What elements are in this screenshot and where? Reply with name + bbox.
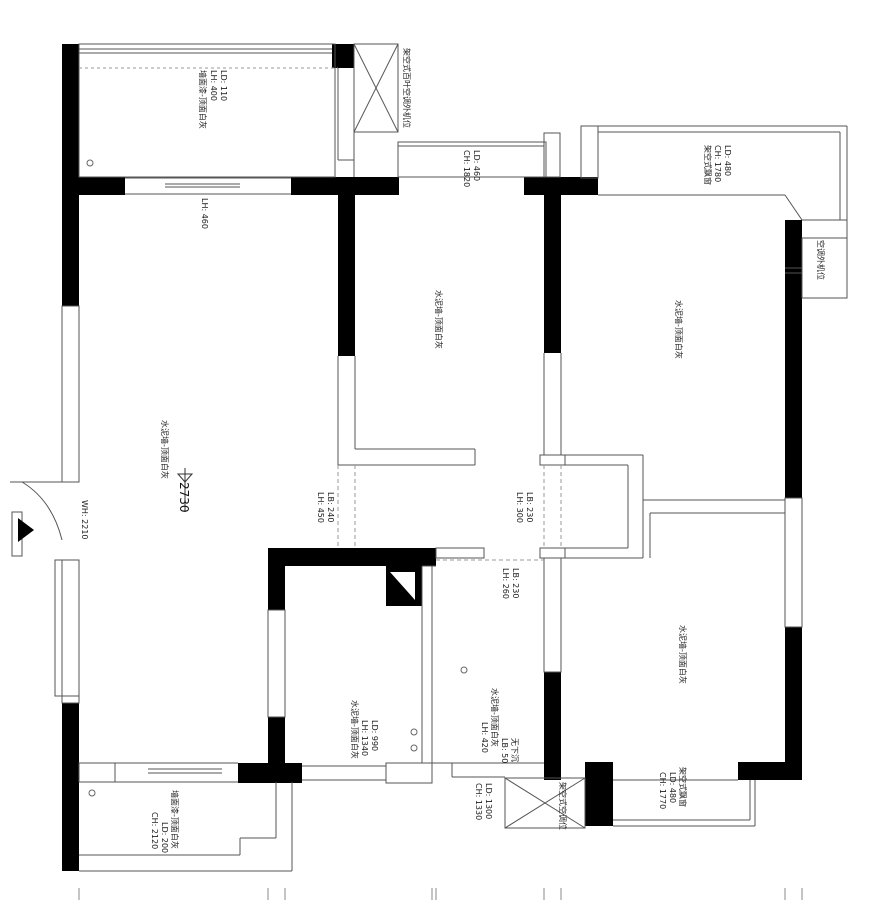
- entry-wh-label: WH: 2210: [80, 500, 89, 540]
- bedroom-mid-label: 水泥墙-顶面白灰: [434, 290, 444, 349]
- hall-left-label-2: LB: 240: [326, 492, 335, 522]
- lower-right-balcony-label-1: 架空式飘窗: [678, 767, 688, 807]
- bottom-vent-label: 架空式空调位: [558, 782, 568, 830]
- lower-right-balcony-label-2: CH: 1770: [658, 772, 667, 809]
- entry-arrow-icon: [18, 518, 34, 542]
- bath-label-3: LB: 50: [500, 738, 509, 763]
- hall-right-label-2: LB: 230: [525, 492, 534, 522]
- bedroom-right-label: 水泥墙-顶面白灰: [674, 300, 684, 359]
- top-right-balcony-label-3: LD: 480: [723, 145, 732, 176]
- living-lh-label: LH: 460: [200, 198, 209, 229]
- living-label: 水泥墙-顶面白灰: [160, 420, 170, 479]
- elevation-marker: [176, 468, 194, 512]
- bath-label-1: 水泥墙-顶面白灰: [490, 688, 500, 747]
- top-vent-label: 架空式百叶空调外机位: [402, 48, 412, 128]
- bath-top-label-1: LH: 260: [501, 568, 510, 599]
- top-balcony-label-1: 墙面漆-顶面白灰: [198, 70, 208, 129]
- kitchen-label-2: LH: 1340: [360, 720, 369, 756]
- ac-right-label: 空调外机位: [816, 240, 826, 280]
- lower-left-balcony-label-1: 墙面漆-顶面白灰: [170, 790, 180, 849]
- bottom-dim-label-2: LD: 1300: [484, 783, 493, 819]
- bedroom-lower-label: 水泥墙-顶面白灰: [678, 625, 688, 684]
- lower-right-balcony-label-3: LD: 480: [668, 772, 677, 803]
- axis-ticks: [78, 888, 803, 900]
- dashed-lines: [337, 465, 562, 561]
- lower-left-balcony-label-2: CH: 2120: [150, 812, 159, 849]
- bath-top-label-2: LB: 230: [511, 568, 520, 598]
- thin-lines: [10, 43, 848, 872]
- walls: [62, 44, 802, 871]
- corridor-top-label-1: CH: 1820: [462, 150, 471, 187]
- duct-icon: [390, 572, 415, 600]
- labels: 墙面漆-顶面白灰 LH: 400 LD: 110 架空式百叶空调外机位 CH: …: [80, 48, 826, 853]
- top-balcony-label-3: LD: 110: [219, 70, 228, 101]
- hall-right-label-1: LH: 300: [515, 492, 524, 523]
- bottom-dim-label-1: CH: 1330: [474, 783, 483, 820]
- lower-left-balcony-label-3: LD: 200: [160, 822, 169, 853]
- living-elevation: 2730: [177, 482, 191, 513]
- top-right-balcony-label-1: 架空式飘窗: [703, 145, 713, 185]
- corridor-top-label-2: LD: 460: [472, 150, 481, 181]
- bath-label-2: LH: 420: [480, 722, 489, 753]
- kitchen-label-1: 水泥墙-顶面白灰: [350, 700, 360, 759]
- fixture-dots: [86, 159, 468, 797]
- hall-left-label-1: LH: 450: [316, 492, 325, 523]
- top-right-balcony-label-2: CH: 1780: [713, 145, 722, 182]
- bath-label-4: 无下沉: [510, 738, 519, 762]
- kitchen-label-3: LD: 990: [370, 720, 379, 751]
- top-balcony-label-2: LH: 400: [209, 70, 218, 101]
